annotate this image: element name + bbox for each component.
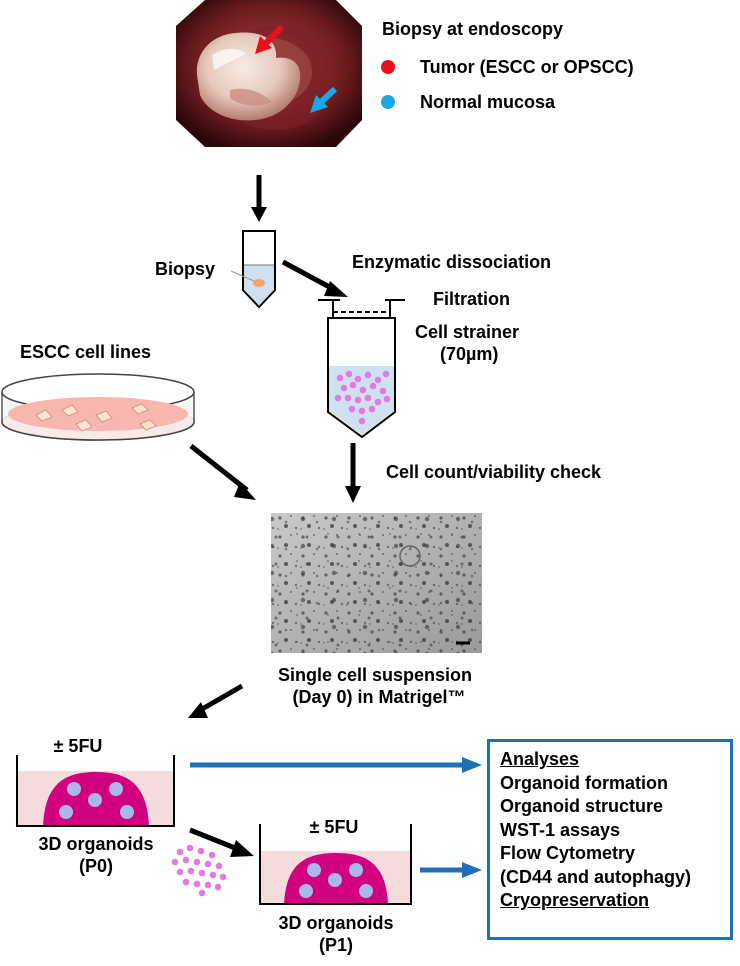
biopsy-tube <box>230 230 276 309</box>
analyses-item: Organoid formation <box>500 772 668 793</box>
biopsy-label: Biopsy <box>155 259 215 279</box>
arrow-to-p0 <box>195 683 244 715</box>
analyses-item: (CD44 and autophagy) <box>500 866 692 887</box>
normal-arrow <box>317 86 338 106</box>
tumor-arrowhead <box>255 36 272 54</box>
arrow-p0-to-p1 <box>189 827 241 853</box>
organoid-p1-label-line1: 3D organoids <box>278 913 393 933</box>
treatment-p1-label: ± 5FU <box>310 817 359 837</box>
endoscopy-image <box>176 0 362 147</box>
analyses-item: Flow Cytometry <box>500 843 636 863</box>
normal-legend-dot <box>381 95 395 109</box>
analyses-heading: Analyses <box>500 749 580 769</box>
cell-strainer-tube <box>318 299 405 439</box>
analyses-footer: Cryopreservation <box>500 890 650 910</box>
tumor-legend-label: Tumor (ESCC or OPSCC) <box>420 57 634 77</box>
treatment-p0-label: ± 5FU <box>54 736 103 756</box>
normal-arrowhead <box>310 95 328 113</box>
analyses-item: Organoid structure <box>500 796 664 816</box>
suspension-label-line1: Single cell suspension <box>278 665 472 685</box>
organoid-well-p1 <box>259 824 412 905</box>
count-check-label: Cell count/viability check <box>386 462 602 482</box>
organoid-p0-label-line1: 3D organoids <box>38 834 153 854</box>
strainer-label-line1: Cell strainer <box>415 322 519 342</box>
tumor-legend-dot <box>381 60 395 74</box>
analyses-item: WST-1 assays <box>500 819 621 840</box>
organoid-well-p0 <box>16 755 175 827</box>
cell-lines-label: ESCC cell lines <box>20 342 151 362</box>
strainer-label-line2: (70µm) <box>440 344 498 364</box>
organoid-p1-label-line2: (P1) <box>319 935 353 955</box>
arrow-dish-to-micrograph <box>189 444 249 492</box>
filtration-label: Filtration <box>433 289 510 309</box>
micrograph-image <box>271 513 482 653</box>
dissociated-cells <box>171 844 227 897</box>
enzymatic-label: Enzymatic dissociation <box>352 252 551 272</box>
biopsy-title: Biopsy at endoscopy <box>382 19 563 39</box>
organoid-p0-label-line2: (P0) <box>79 856 113 876</box>
arrow-tube-to-strainer <box>281 259 337 293</box>
normal-legend-label: Normal mucosa <box>420 92 556 112</box>
culture-dish <box>1 373 195 441</box>
analyses-box: Analyses Organoid formation Organoid str… <box>487 739 733 940</box>
suspension-label-line2: (Day 0) in Matrigel™ <box>292 687 465 707</box>
